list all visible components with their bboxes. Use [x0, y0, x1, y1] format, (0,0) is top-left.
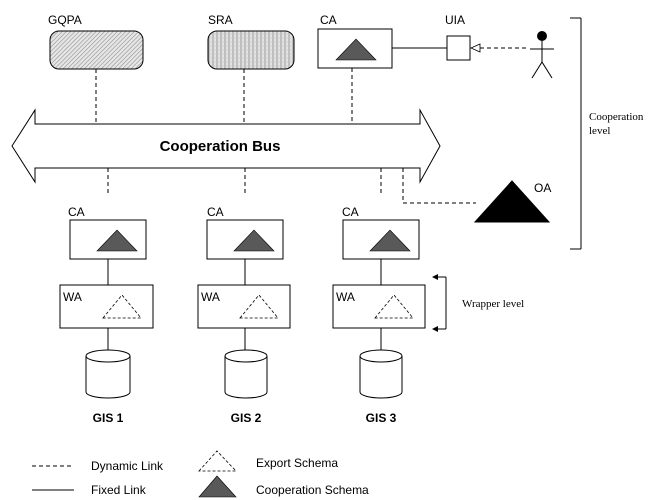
legend-cooperation-schema-icon: [198, 475, 237, 498]
column-2-wa-label: WA: [201, 290, 220, 304]
uia-label: UIA: [445, 13, 465, 27]
column-1-database-icon: [85, 349, 131, 399]
legend-export-schema-icon: [198, 450, 237, 472]
legend-cooperation-schema-label: Cooperation Schema: [256, 483, 369, 497]
gis-stack-1: CA WA GIS 1: [59, 168, 154, 425]
arrowhead-icon: [470, 43, 481, 53]
oa-ontology-agent-icon: [473, 180, 551, 223]
column-3-database-icon: [359, 349, 403, 399]
column-1-wa-label: WA: [63, 290, 82, 304]
column-3-ca-box: [342, 219, 420, 260]
top-ca-cooperation-schema-icon: [335, 38, 377, 61]
cooperation-schema-icon: [96, 229, 138, 252]
legend-dynamic-link-label: Dynamic Link: [91, 459, 164, 473]
sra-agent-box: [207, 30, 295, 70]
column-2-ca-label: CA: [207, 205, 224, 219]
column-3-wa-label: WA: [336, 290, 355, 304]
column-3-ca-label: CA: [342, 205, 359, 219]
gqpa-agent-box: [49, 30, 144, 70]
column-1-wa-box: [59, 284, 154, 329]
wrapper-bracket-arrow-bottom-icon: [432, 326, 438, 332]
cooperation-schema-icon: [233, 229, 275, 252]
wrapper-level-label: Wrapper level: [462, 298, 524, 310]
gqpa-label: GQPA: [48, 13, 82, 27]
uia-box: [446, 35, 471, 61]
user-icon: [530, 31, 554, 79]
oa-label: OA: [534, 181, 551, 195]
legend: Dynamic Link Fixed Link Export Schema Co…: [32, 450, 369, 498]
cooperation-bus-label: Cooperation Bus: [160, 138, 281, 155]
column-1-gis-label: GIS 1: [93, 411, 124, 425]
sra-label: SRA: [208, 13, 233, 27]
wrapper-bracket-arrow-top-icon: [432, 274, 438, 280]
top-ca-box: [317, 28, 393, 69]
column-1-ca-label: CA: [68, 205, 85, 219]
column-2-gis-label: GIS 2: [231, 411, 262, 425]
gis-stack-3: CA WA GIS 3: [332, 168, 426, 425]
column-2-database-icon: [224, 349, 268, 399]
gis-stack-2: CA WA GIS 2: [197, 168, 291, 425]
cooperation-schema-icon: [369, 229, 411, 252]
column-3-gis-label: GIS 3: [366, 411, 397, 425]
cooperation-level-label-line2: level: [589, 125, 610, 137]
legend-export-schema-label: Export Schema: [256, 456, 338, 470]
cooperation-bus-arrow: [11, 108, 441, 184]
column-2-wa-box: [197, 284, 291, 329]
legend-fixed-link-label: Fixed Link: [91, 483, 147, 497]
cooperation-level-label-line1: Cooperation: [589, 111, 644, 123]
column-3-wa-box: [332, 284, 426, 329]
top-ca-label: CA: [320, 13, 337, 27]
